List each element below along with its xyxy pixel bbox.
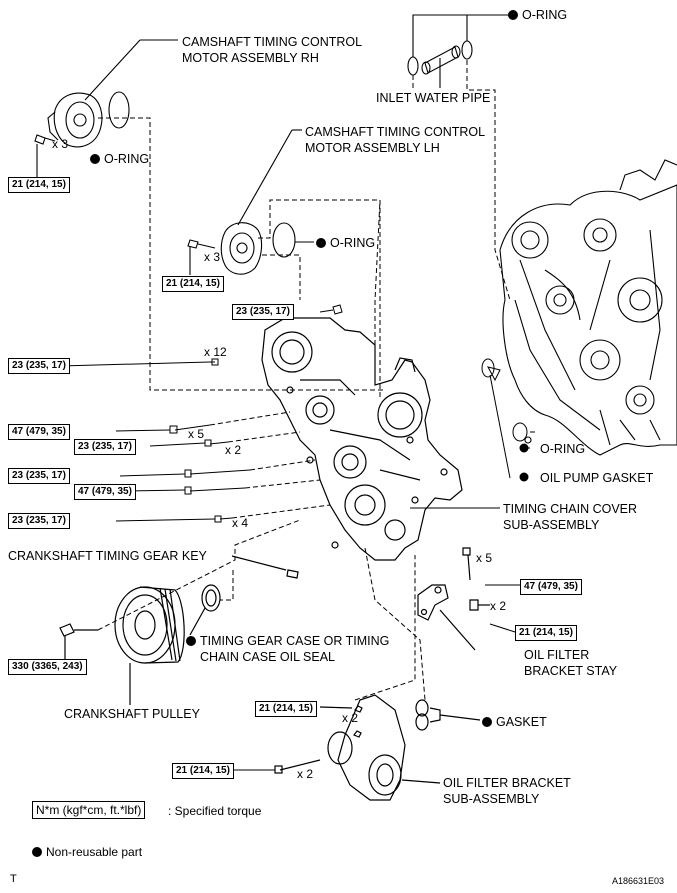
qty-x2-bracket-bolts: x 2 [297, 767, 314, 781]
oil-pump-gasket-label: OIL PUMP GASKET [540, 471, 654, 485]
timing-chain-cover-label-2: SUB-ASSEMBLY [503, 518, 600, 532]
qty-x4: x 4 [232, 516, 249, 530]
torque-rh-bolts: 21 (214, 15) [8, 177, 70, 193]
qty-lh: x 3 [204, 250, 221, 264]
engine-block-drawing [499, 159, 677, 456]
non-reusable-dot-icon [186, 636, 196, 646]
qty-x2-bracket-nuts: x 2 [342, 711, 359, 725]
qty-x2-stay: x 2 [490, 599, 507, 613]
camshaft-lh-label-1: CAMSHAFT TIMING CONTROL [305, 125, 486, 139]
crankshaft-pulley-label: CRANKSHAFT PULLEY [64, 707, 200, 721]
cover-bolts-drawing [169, 304, 343, 523]
non-reusable-dot-icon [482, 717, 492, 727]
torque-bracket-bolts: 21 (214, 15) [172, 763, 234, 779]
o-ring-rh-label: O-RING [90, 152, 149, 167]
camshaft-motor-lh-drawing [187, 129, 314, 275]
oil-seal-label-1: TIMING GEAR CASE OR TIMING [186, 634, 389, 649]
gear-key-drawing [231, 555, 299, 579]
qty-x12: x 12 [204, 345, 227, 359]
legend-torque-desc: : Specified torque [168, 804, 262, 818]
torque-long-bolt-1: 23 (235, 17) [8, 468, 70, 484]
torque-pulley-bolt: 330 (3365, 243) [8, 659, 87, 675]
gasket-drawing [415, 699, 481, 731]
torque-x12-bolts: 23 (235, 17) [8, 358, 70, 374]
qty-x2-left: x 2 [225, 443, 242, 457]
figure-id: A186631E03 [612, 876, 665, 886]
oil-seal-label-2: CHAIN CASE OIL SEAL [200, 650, 335, 664]
qty-x5-right: x 5 [476, 551, 493, 565]
qty-x5-left: x 5 [188, 427, 205, 441]
inlet-water-pipe-label: INLET WATER PIPE [376, 91, 491, 105]
oil-filter-bracket-label-1: OIL FILTER BRACKET [443, 776, 571, 790]
oil-seal-drawing [189, 584, 221, 636]
legend-torque-unit: N*m (kgf*cm, ft.*lbf) [32, 801, 146, 819]
non-reusable-dot-icon [32, 847, 42, 857]
torque-top-bolt: 23 (235, 17) [232, 304, 294, 320]
crankshaft-timing-gear-key-label: CRANKSHAFT TIMING GEAR KEY [8, 549, 207, 563]
camshaft-rh-label-1: CAMSHAFT TIMING CONTROL [182, 35, 363, 49]
legend-non-reusable: Non-reusable part [32, 845, 142, 860]
camshaft-lh-label-2: MOTOR ASSEMBLY LH [305, 141, 440, 155]
timing-chain-cover-label-1: TIMING CHAIN COVER [503, 502, 638, 516]
oil-filter-bracket-stay-label-2: BRACKET STAY [524, 664, 618, 678]
torque-x2-bolts-left: 23 (235, 17) [74, 439, 136, 455]
torque-x4-bolts: 23 (235, 17) [8, 513, 70, 529]
o-ring-top-label: O-RING [508, 8, 567, 23]
crankshaft-pulley-drawing [59, 586, 185, 705]
qty-rh: x 3 [52, 137, 69, 151]
timing-chain-cover-drawing [261, 317, 463, 561]
non-reusable-dot-icon [90, 154, 100, 164]
torque-long-bolt-2: 47 (479, 35) [74, 484, 136, 500]
footer-left-mark: T [10, 873, 17, 885]
torque-stay-bolts: 21 (214, 15) [515, 625, 577, 641]
inlet-water-pipe-drawing [407, 14, 508, 88]
non-reusable-dot-icon [316, 238, 326, 248]
gasket-label: GASKET [482, 715, 547, 730]
torque-lh-bolts: 21 (214, 15) [162, 276, 224, 292]
torque-x5-bolts-left: 47 (479, 35) [8, 424, 70, 440]
oil-filter-bracket-stay-label-1: OIL FILTER [524, 648, 590, 662]
torque-bracket-nuts: 21 (214, 15) [255, 701, 317, 717]
bracket-stay-drawing [417, 547, 490, 651]
camshaft-rh-label-2: MOTOR ASSEMBLY RH [182, 51, 319, 65]
torque-x5-bolts-right: 47 (479, 35) [520, 579, 582, 595]
o-ring-right-label: O-RING [540, 442, 586, 456]
oil-filter-bracket-label-2: SUB-ASSEMBLY [443, 792, 540, 806]
non-reusable-dot-icon [508, 10, 518, 20]
o-ring-lh-label: O-RING [316, 236, 375, 251]
camshaft-motor-rh-drawing [34, 39, 178, 178]
